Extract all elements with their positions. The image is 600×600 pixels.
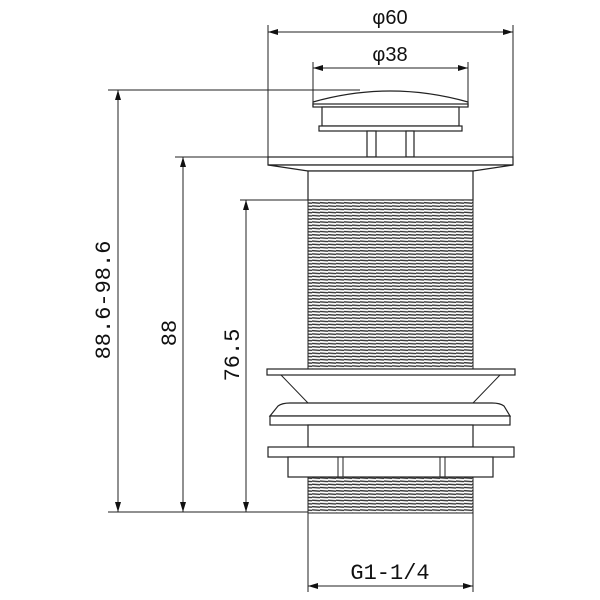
threaded-body-lower [307, 476, 474, 514]
dimension-cap-diameter: φ38 [312, 44, 469, 102]
dimension-thread-length: 76.5 [221, 199, 308, 512]
dimension-body-height: 88 [158, 156, 268, 512]
overall-height-label: 88.6-98.6 [92, 241, 117, 360]
dimension-overall-height: 88.6-98.6 [92, 89, 360, 513]
cap-diameter-label: φ38 [372, 44, 407, 66]
washer [266, 368, 516, 404]
thread-size-label: G1-1/4 [350, 561, 429, 586]
flange [267, 156, 514, 201]
dimension-flange-diameter: φ60 [267, 7, 514, 157]
lock-nut [267, 402, 515, 478]
thread-length-label: 76.5 [221, 329, 246, 382]
threaded-body-upper [307, 199, 474, 370]
flange-diameter-label: φ60 [372, 7, 407, 29]
body-height-label: 88 [158, 320, 183, 346]
pop-up-cap [312, 90, 469, 158]
dimension-thread-size: G1-1/4 [307, 513, 474, 592]
